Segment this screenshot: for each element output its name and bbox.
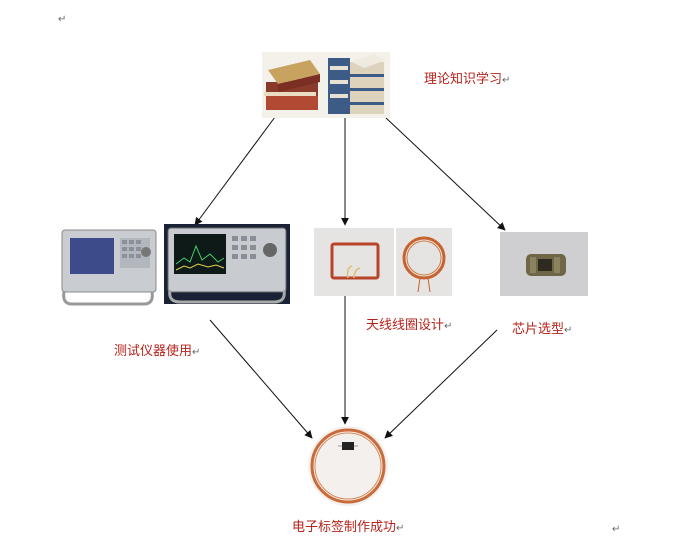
signal-generator-image	[164, 224, 290, 304]
paragraph-mark: ↵	[58, 14, 67, 25]
chip-image	[500, 232, 588, 296]
spectrum-analyzer-image	[58, 228, 158, 308]
rfid-tag-image	[308, 426, 388, 506]
round-coil-image	[396, 228, 452, 296]
arrow-chip-to-tag	[384, 329, 498, 439]
label-instruments: 测试仪器使用↵	[114, 344, 201, 359]
arrow-theory-to-instruments	[194, 116, 276, 226]
label-tag: 电子标签制作成功↵	[292, 520, 405, 535]
paragraph-mark-bottom: ↵	[612, 524, 621, 535]
arrow-theory-to-chip	[384, 116, 506, 231]
rectangular-coil-image	[314, 228, 394, 296]
books-image	[262, 52, 390, 118]
label-theory: 理论知识学习↵	[424, 72, 511, 87]
arrow-instruments-to-tag	[209, 319, 313, 439]
label-chip: 芯片选型↵	[512, 322, 573, 337]
label-antenna: 天线线圈设计↵	[366, 318, 453, 333]
